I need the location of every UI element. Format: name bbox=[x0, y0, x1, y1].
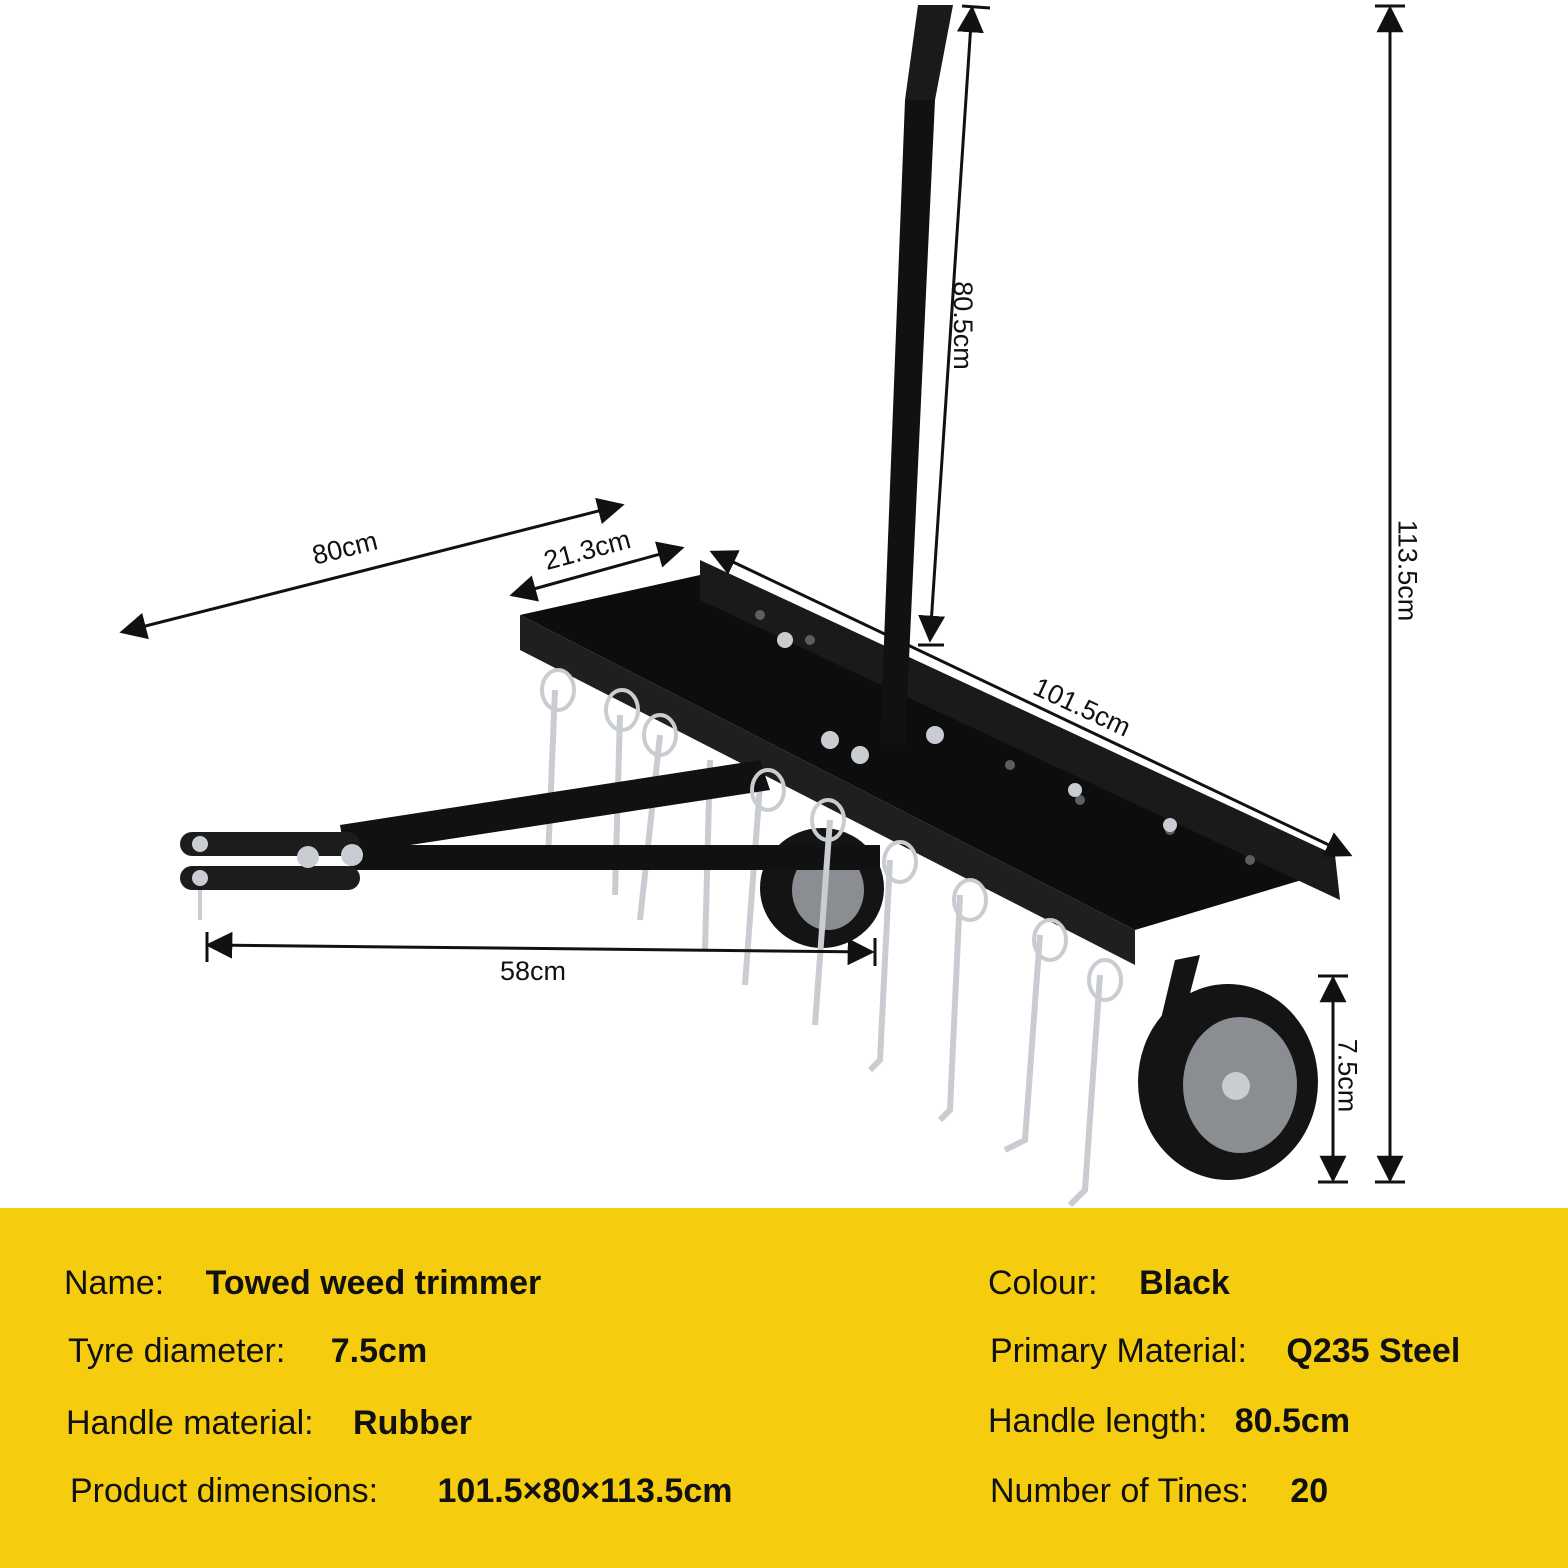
spec-tines-value: 20 bbox=[1290, 1472, 1329, 1510]
spec-handle-material-label: Handle material: bbox=[66, 1404, 314, 1442]
dim-handle-length: 80.5cm bbox=[947, 281, 978, 370]
right-wheel bbox=[1138, 955, 1318, 1180]
spec-tines-label: Number of Tines: bbox=[990, 1472, 1249, 1510]
spec-tyre-value: 7.5cm bbox=[330, 1332, 428, 1370]
spec-name-label: Name: bbox=[64, 1264, 165, 1302]
spec-dimensions-label: Product dimensions: bbox=[70, 1472, 379, 1510]
handle bbox=[880, 5, 953, 745]
spec-handle-material-value: Rubber bbox=[353, 1404, 473, 1442]
spec-tyre: Tyre diameter: 7.5cm bbox=[68, 1332, 427, 1371]
spec-colour-label: Colour: bbox=[988, 1264, 1098, 1302]
spec-colour-value: Black bbox=[1139, 1264, 1230, 1302]
spec-handle-length-label: Handle length: bbox=[988, 1402, 1208, 1440]
spec-handle-length-value: 80.5cm bbox=[1234, 1402, 1351, 1440]
dimension-lines bbox=[119, 4, 1405, 1184]
spec-tyre-label: Tyre diameter: bbox=[68, 1332, 286, 1370]
spec-colour: Colour: Black bbox=[988, 1264, 1230, 1303]
dethatcher-illustration bbox=[119, 4, 1405, 1208]
spec-material-label: Primary Material: bbox=[990, 1332, 1247, 1370]
spec-name: Name: Towed weed trimmer bbox=[64, 1264, 541, 1303]
dim-hitch-to-tines: 58cm bbox=[500, 956, 567, 986]
spec-handle-length: Handle length: 80.5cm bbox=[988, 1402, 1350, 1441]
spec-dimensions-value: 101.5×80×113.5cm bbox=[437, 1472, 733, 1510]
spec-material: Primary Material: Q235 Steel bbox=[990, 1332, 1460, 1371]
spec-material-value: Q235 Steel bbox=[1286, 1332, 1461, 1370]
dim-total-height: 113.5cm bbox=[1392, 519, 1423, 622]
spec-tines: Number of Tines: 20 bbox=[990, 1472, 1328, 1511]
dim-wheel-height: 7.5cm bbox=[1332, 1038, 1363, 1113]
spec-dimensions: Product dimensions: 101.5×80×113.5cm bbox=[70, 1472, 732, 1511]
spec-name-value: Towed weed trimmer bbox=[205, 1264, 542, 1302]
spec-handle-material: Handle material: Rubber bbox=[66, 1404, 472, 1443]
spec-panel: Name: Towed weed trimmer Tyre diameter: … bbox=[0, 1208, 1568, 1568]
